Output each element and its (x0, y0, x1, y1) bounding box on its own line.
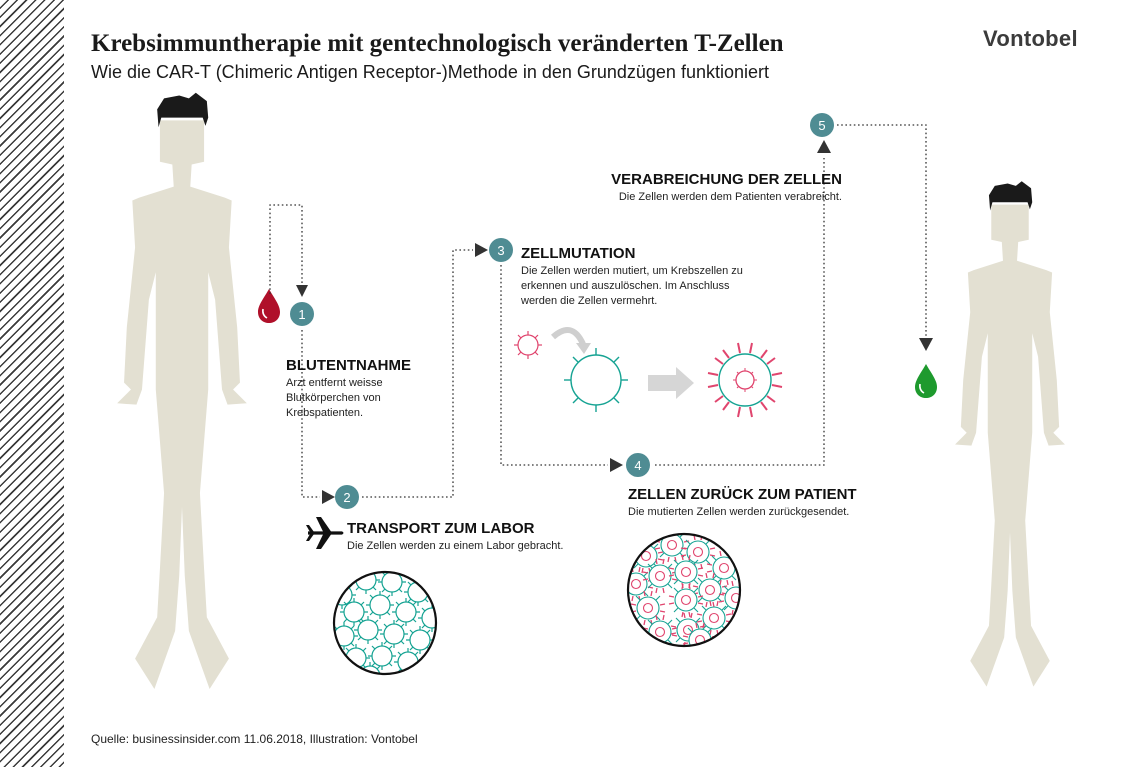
airplane-icon (306, 517, 344, 549)
svg-text:2: 2 (343, 490, 350, 505)
step-3-title: ZELLMUTATION (521, 245, 636, 262)
curved-arrow-icon (551, 327, 586, 346)
hatched-border (0, 0, 64, 767)
step-3-text: Die Zellen werden mutiert, um Krebszelle… (521, 265, 743, 307)
lab-dish-outline (332, 570, 438, 676)
svg-text:4: 4 (634, 458, 641, 473)
step-2-text: Die Zellen werden zu einem Labor gebrach… (347, 540, 564, 552)
step-4-title: ZELLEN ZURÜCK ZUM PATIENT (628, 486, 857, 503)
step-4-text: Die mutierten Zellen werden zurückgesend… (628, 506, 850, 518)
step-badge-1: 1 (290, 302, 314, 326)
hair-icon (157, 92, 209, 128)
t-cell-icon (564, 348, 628, 412)
step-5-title: VERABREICHUNG DER ZELLEN (611, 171, 842, 188)
return-dish-outline (626, 532, 742, 648)
car-t-cell-icon (707, 342, 783, 418)
svg-text:3: 3 (497, 243, 504, 258)
green-drop-icon (915, 364, 937, 398)
source-note: Quelle: businessinsider.com 11.06.2018, … (91, 732, 418, 746)
step-5-text: Die Zellen werden dem Patienten verabrei… (618, 191, 842, 203)
step-badge-2: 2 (335, 485, 359, 509)
step-2-title: TRANSPORT ZUM LABOR (347, 520, 535, 537)
svg-text:5: 5 (818, 118, 825, 133)
lab-cell-cluster (334, 572, 436, 674)
page-subtitle: Wie die CAR-T (Chimeric Antigen Receptor… (91, 62, 769, 82)
blood-drop-icon (258, 289, 280, 323)
step-1-title: BLUTENTNAHME (286, 357, 411, 374)
cancer-cell-icon (514, 331, 542, 359)
vontobel-logo: Vontobel (983, 26, 1078, 51)
step-badge-5: 5 (810, 113, 834, 137)
process-path (269, 124, 927, 498)
svg-text:1: 1 (298, 307, 305, 322)
step-badge-3: 3 (489, 238, 513, 262)
page-title: Krebsimmuntherapie mit gentechnologisch … (91, 30, 784, 57)
step-badge-4: 4 (626, 453, 650, 477)
patient-right-silhouette (955, 181, 1065, 687)
flow-arrowheads (296, 140, 933, 504)
returned-cell-cluster (628, 534, 740, 646)
patient-left-silhouette (117, 92, 247, 689)
right-arrow-icon (648, 367, 694, 399)
